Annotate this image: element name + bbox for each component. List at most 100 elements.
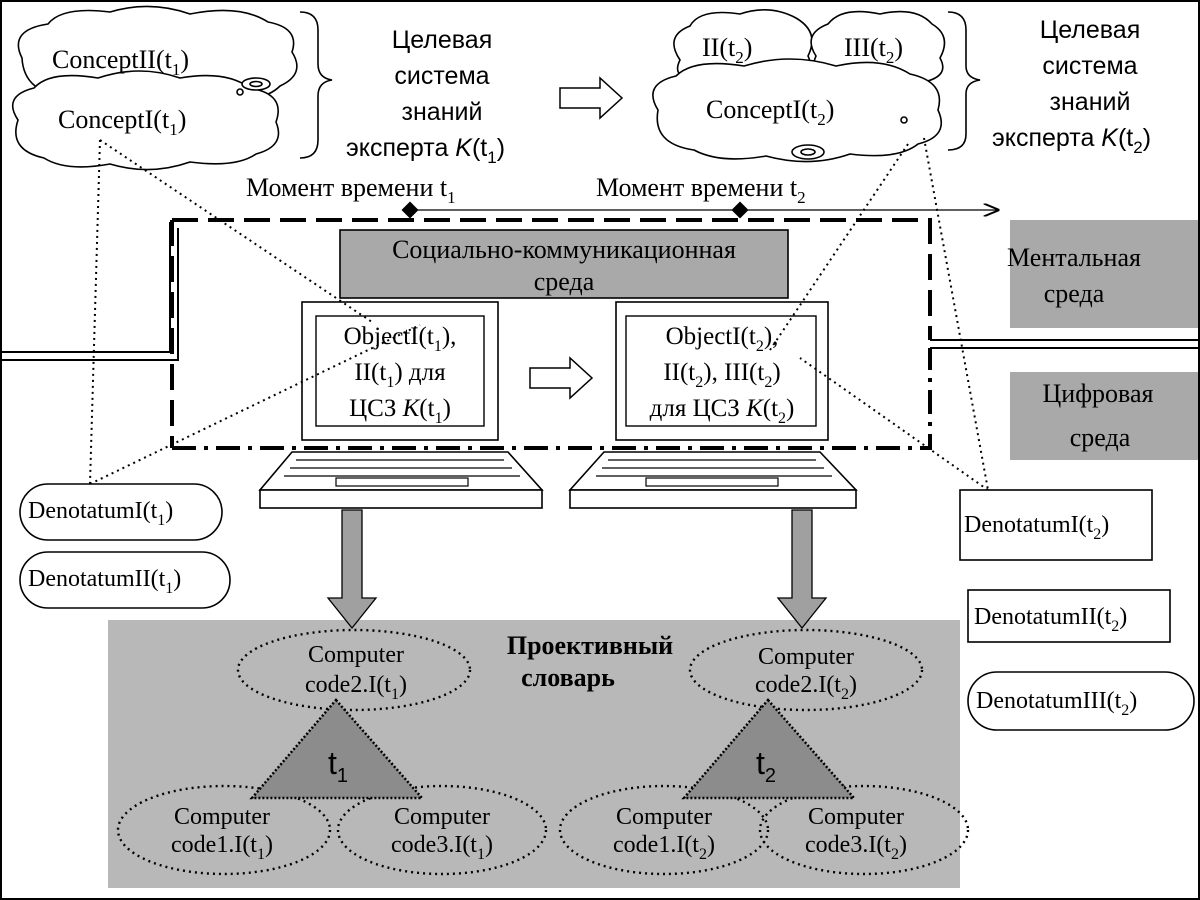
svg-text:эксперта K(t2): эксперта K(t2)	[992, 124, 1151, 157]
svg-text:ObjectI(t1),: ObjectI(t1),	[344, 323, 457, 355]
mental-environment-label-line1: Ментальная	[1007, 243, 1141, 272]
down-arrow-right	[776, 509, 828, 630]
timeline-moment-1-label: Момент времени t1	[246, 173, 456, 207]
svg-text:II(t2): II(t2)	[702, 33, 752, 67]
svg-text:Computer: Computer	[394, 804, 490, 830]
svg-text:система: система	[394, 62, 489, 90]
denotatum-i-t2-box	[959, 489, 1153, 561]
svg-text:Целевая: Целевая	[392, 26, 493, 54]
timeline-marker-t1	[401, 201, 419, 219]
denotatum-ii-t1: DenotatumII(t1)	[28, 566, 181, 597]
timeline-marker-t2	[731, 201, 749, 219]
code2-t2-label: Computer code2.I(t2)	[755, 644, 857, 703]
mental-environment-box	[1010, 220, 1198, 328]
code2-t2-ellipse	[688, 628, 924, 712]
denotatum-i-t1: DenotatumI(t1)	[28, 498, 173, 529]
svg-text:code3.I(t1): code3.I(t1)	[391, 832, 493, 863]
laptop-left-screen	[315, 315, 485, 427]
svg-text:ЦСЗ K(t1): ЦСЗ K(t1)	[349, 395, 451, 427]
svg-text:Момент времени t1: Момент времени t1	[246, 173, 456, 207]
code1-t2-label: Computer code1.I(t2)	[613, 804, 715, 863]
svg-text:система: система	[1042, 52, 1137, 80]
svg-text:ObjectI(t2),: ObjectI(t2),	[666, 323, 779, 355]
svg-text:II(t2), III(t2): II(t2), III(t2)	[663, 359, 780, 391]
dotted-connectors	[89, 137, 989, 491]
concept-iii-t2: III(t2)	[844, 33, 903, 67]
projective-dictionary-title-line1: Проективный	[507, 631, 673, 660]
down-arrow-left	[326, 509, 378, 630]
code3-t1-label: Computer code3.I(t1)	[391, 804, 493, 863]
laptop-left-keyboard	[258, 451, 544, 491]
code2-t1-ellipse	[236, 628, 472, 712]
timeline-moment-2-label: Момент времени t2	[596, 173, 806, 207]
denotatum-iii-t2: DenotatumIII(t2)	[976, 688, 1137, 719]
denotatum-iii-t2-box	[967, 671, 1195, 731]
svg-text:ConceptI(t1): ConceptI(t1)	[58, 105, 186, 139]
laptop-left	[258, 301, 544, 509]
left-target-system-label: Целевая система знаний эксперта K(t1)	[346, 26, 505, 167]
digital-environment-box	[1010, 372, 1198, 460]
concept-i-t1: ConceptI(t1)	[58, 105, 186, 139]
right-concept-cloud	[652, 9, 946, 163]
digital-environment-label-line2: среда	[1070, 423, 1131, 452]
code1-t1-ellipse	[116, 784, 332, 876]
svg-text:III(t2): III(t2)	[844, 33, 903, 67]
triangle-t1-label: t1	[328, 745, 348, 787]
denotatum-i-t1-box	[19, 483, 223, 541]
code3-t1-ellipse	[336, 784, 548, 876]
right-target-system-label: Целевая система знаний эксперта K(t2)	[992, 16, 1151, 157]
svg-text:Computer: Computer	[758, 644, 854, 670]
svg-text:Момент времени t2: Момент времени t2	[596, 173, 806, 207]
left-concept-cloud	[11, 5, 298, 171]
svg-text:code1.I(t1): code1.I(t1)	[171, 832, 273, 863]
system-transition-arrow	[559, 76, 624, 120]
right-brace	[947, 11, 981, 151]
svg-text:Computer: Computer	[808, 804, 904, 830]
denotatum-ii-t2-box	[967, 589, 1171, 643]
svg-text:ConceptII(t1): ConceptII(t1)	[52, 45, 189, 79]
svg-text:code2.I(t2): code2.I(t2)	[755, 672, 857, 703]
svg-text:code2.I(t1): code2.I(t1)	[305, 672, 407, 703]
digital-environment-label-line1: Цифровая	[1043, 379, 1154, 408]
laptop-right	[568, 301, 858, 509]
triangle-t1	[249, 698, 425, 800]
triangle-t2	[681, 698, 857, 800]
svg-text:знаний: знаний	[1050, 88, 1131, 116]
svg-text:II(t1) для: II(t1) для	[354, 359, 446, 391]
code1-t2-ellipse	[558, 784, 770, 876]
denotatum-ii-t2: DenotatumII(t2)	[974, 604, 1127, 635]
denotatum-ii-t1-box	[19, 551, 231, 609]
svg-text:для ЦСЗ K(t2): для ЦСЗ K(t2)	[650, 395, 795, 427]
social-environment-box	[339, 229, 789, 299]
social-environment-label-line1: Социально-коммуникационная	[392, 235, 736, 264]
code1-t1-label: Computer code1.I(t1)	[171, 804, 273, 863]
concept-i-t2: ConceptI(t2)	[706, 95, 834, 129]
svg-text:эксперта K(t1): эксперта K(t1)	[346, 134, 505, 167]
left-brace	[299, 11, 333, 159]
code3-t2-ellipse	[758, 784, 970, 876]
svg-text:Computer: Computer	[616, 804, 712, 830]
concept-ii-t1: ConceptII(t1)	[52, 45, 189, 79]
laptop-right-screen	[625, 315, 817, 427]
laptop-left-text: ObjectI(t1), II(t1) для ЦСЗ K(t1)	[344, 323, 457, 427]
svg-text:code3.I(t2): code3.I(t2)	[805, 832, 907, 863]
concept-ii-t2: II(t2)	[702, 33, 752, 67]
laptop-right-text: ObjectI(t2), II(t2), III(t2) для ЦСЗ K(t…	[650, 323, 795, 427]
laptop-right-keyboard	[568, 451, 858, 491]
social-environment-boundary	[170, 218, 932, 450]
code2-t1-label: Computer code2.I(t1)	[305, 642, 407, 703]
svg-text:Computer: Computer	[308, 642, 404, 668]
svg-text:знаний: знаний	[402, 98, 483, 126]
code3-t2-label: Computer code3.I(t2)	[805, 804, 907, 863]
svg-text:code1.I(t2): code1.I(t2)	[613, 832, 715, 863]
svg-text:Целевая: Целевая	[1040, 16, 1141, 44]
svg-text:ConceptI(t2): ConceptI(t2)	[706, 95, 834, 129]
mental-environment-label-line2: среда	[1044, 279, 1105, 308]
triangle-t2-label: t2	[756, 745, 776, 787]
laptop-transition-arrow	[529, 356, 594, 400]
projective-dictionary-panel	[108, 620, 960, 888]
svg-text:Computer: Computer	[174, 804, 270, 830]
denotatum-i-t2: DenotatumI(t2)	[964, 512, 1109, 543]
